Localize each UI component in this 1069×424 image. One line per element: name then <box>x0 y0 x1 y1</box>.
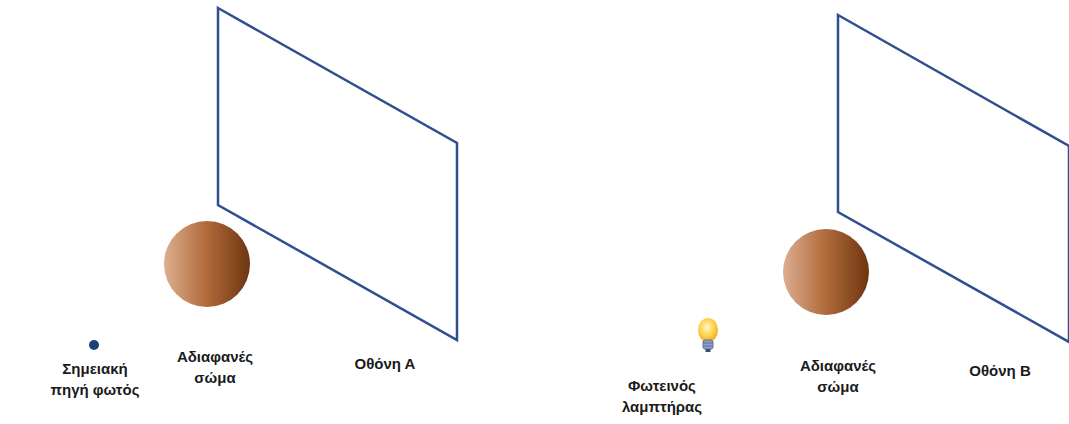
point-source <box>89 340 99 350</box>
light-bulb <box>698 318 718 352</box>
screen-b <box>838 15 1069 342</box>
opaque-sphere <box>783 229 869 315</box>
label-text: Οθόνη Β <box>969 360 1030 381</box>
screen-a <box>218 8 457 340</box>
opaque-sphere <box>164 221 250 307</box>
label-text: Αδιαφανές σώμα <box>165 346 265 388</box>
label-text: Οθόνη Α <box>355 353 416 374</box>
label-text: Φωτεινός λαμπτήρας <box>612 375 712 417</box>
label-text: Σημειακή πηγή φωτός <box>48 358 143 400</box>
label-text: Αδιαφανές σώμα <box>788 355 888 397</box>
